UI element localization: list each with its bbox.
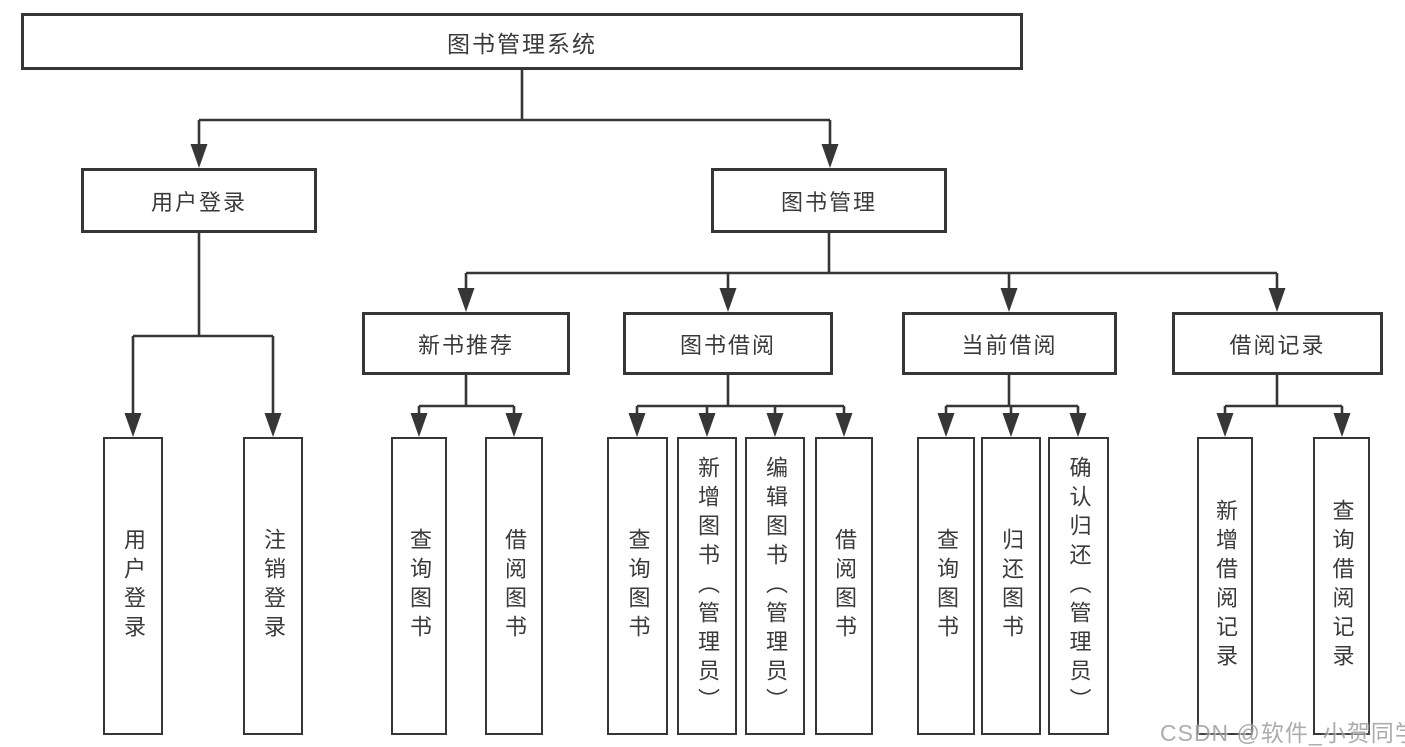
leaf-borrow-books-borrowing: 借阅图书 <box>815 437 873 735</box>
arrow-icon <box>264 413 282 437</box>
arrow-icon <box>410 413 428 437</box>
arrow-icon <box>719 288 737 312</box>
arrow-icon <box>766 413 784 437</box>
node-library-system: 图书管理系统 <box>21 13 1023 70</box>
node-book-management: 图书管理 <box>711 168 947 233</box>
leaf-edit-book-admin: 编辑图书（管理员） <box>745 437 805 735</box>
arrow-icon <box>457 288 475 312</box>
arrow-icon <box>1333 413 1351 437</box>
arrow-icon <box>1000 288 1018 312</box>
arrow-icon <box>1268 288 1286 312</box>
leaf-query-books-borrowing: 查询图书 <box>607 437 668 735</box>
leaf-return-books: 归还图书 <box>981 437 1041 735</box>
node-current-borrowing: 当前借阅 <box>902 312 1117 375</box>
arrow-icon <box>190 144 208 168</box>
arrow-icon <box>1069 413 1087 437</box>
node-new-book-recommend: 新书推荐 <box>362 312 570 375</box>
leaf-query-borrow-record: 查询借阅记录 <box>1313 437 1370 735</box>
arrow-icon <box>124 413 142 437</box>
arrow-icon <box>505 413 523 437</box>
leaf-query-books-current: 查询图书 <box>917 437 975 735</box>
leaf-logout: 注销登录 <box>243 437 303 735</box>
arrow-icon <box>821 144 839 168</box>
leaf-add-book-admin: 新增图书（管理员） <box>677 437 737 735</box>
arrow-icon <box>628 413 646 437</box>
csdn-watermark: CSDN @软件_小贺同学 <box>1160 720 1405 746</box>
leaf-borrow-books-recommend: 借阅图书 <box>485 437 543 735</box>
leaf-user-login: 用户登录 <box>103 437 163 735</box>
leaf-add-borrow-record: 新增借阅记录 <box>1197 437 1253 735</box>
arrow-icon <box>1002 413 1020 437</box>
arrow-icon <box>937 413 955 437</box>
arrow-icon <box>1216 413 1234 437</box>
arrow-icon <box>698 413 716 437</box>
leaf-query-books-recommend: 查询图书 <box>391 437 447 735</box>
node-user-login: 用户登录 <box>81 168 317 233</box>
arrow-icon <box>835 413 853 437</box>
node-borrowing-records: 借阅记录 <box>1172 312 1383 375</box>
leaf-confirm-return-admin: 确认归还（管理员） <box>1048 437 1109 735</box>
node-book-borrowing: 图书借阅 <box>623 312 833 375</box>
